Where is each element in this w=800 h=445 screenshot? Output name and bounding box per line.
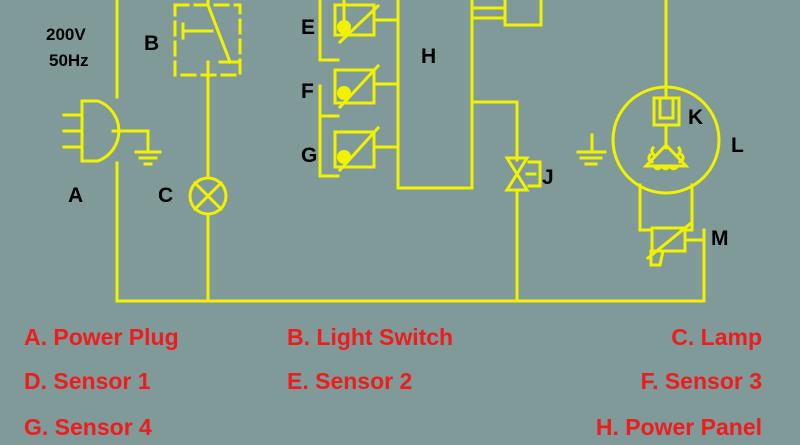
power-plug-symbol xyxy=(62,99,162,166)
frequency-label: 50Hz xyxy=(49,51,89,70)
legend-lamp: C. Lamp xyxy=(671,324,762,350)
thermal-protector-symbol xyxy=(652,83,681,147)
sensor-f-symbol xyxy=(318,63,400,118)
label-k: K xyxy=(688,106,703,129)
label-l: L xyxy=(731,134,744,157)
power-panel-symbol xyxy=(396,0,474,190)
legend-power-plug: A. Power Plug xyxy=(24,324,179,350)
junction-dot xyxy=(663,144,669,150)
label-a: A xyxy=(68,184,83,207)
sensor-g-symbol xyxy=(318,125,400,178)
valve-symbol xyxy=(504,156,542,192)
label-h: H xyxy=(421,45,436,68)
label-f: F xyxy=(301,80,314,103)
panel-output-wire xyxy=(470,100,519,162)
sensor-g-dot xyxy=(337,150,351,164)
voltage-label: 200V xyxy=(46,25,86,44)
relay-output-wire xyxy=(683,228,706,303)
light-switch-symbol xyxy=(173,0,242,77)
legend-sensor-2: E. Sensor 2 xyxy=(287,368,413,394)
label-g: G xyxy=(301,144,317,167)
label-m: M xyxy=(711,227,729,250)
legend-power-panel: H. Power Panel xyxy=(595,414,762,440)
sensor-f-dot xyxy=(337,86,351,100)
panel-top-connector xyxy=(470,0,543,27)
label-b: B xyxy=(144,32,159,55)
ground-symbol-2 xyxy=(576,133,607,166)
motor-winding-coils xyxy=(647,145,685,171)
legend-light-switch: B. Light Switch xyxy=(287,324,454,350)
lamp-symbol xyxy=(188,176,228,216)
legend-sensor-4: G. Sensor 4 xyxy=(24,414,152,440)
label-j: J xyxy=(542,166,554,189)
legend-sensor-1: D. Sensor 1 xyxy=(24,368,151,394)
sensor-e-dot xyxy=(337,20,351,34)
label-c: C xyxy=(158,184,173,207)
sensor-common-wire xyxy=(318,0,340,152)
motor-lead-left xyxy=(638,183,654,232)
legend-sensor-3: F. Sensor 3 xyxy=(640,368,762,394)
start-relay-symbol xyxy=(645,221,693,267)
label-e: E xyxy=(301,16,315,39)
